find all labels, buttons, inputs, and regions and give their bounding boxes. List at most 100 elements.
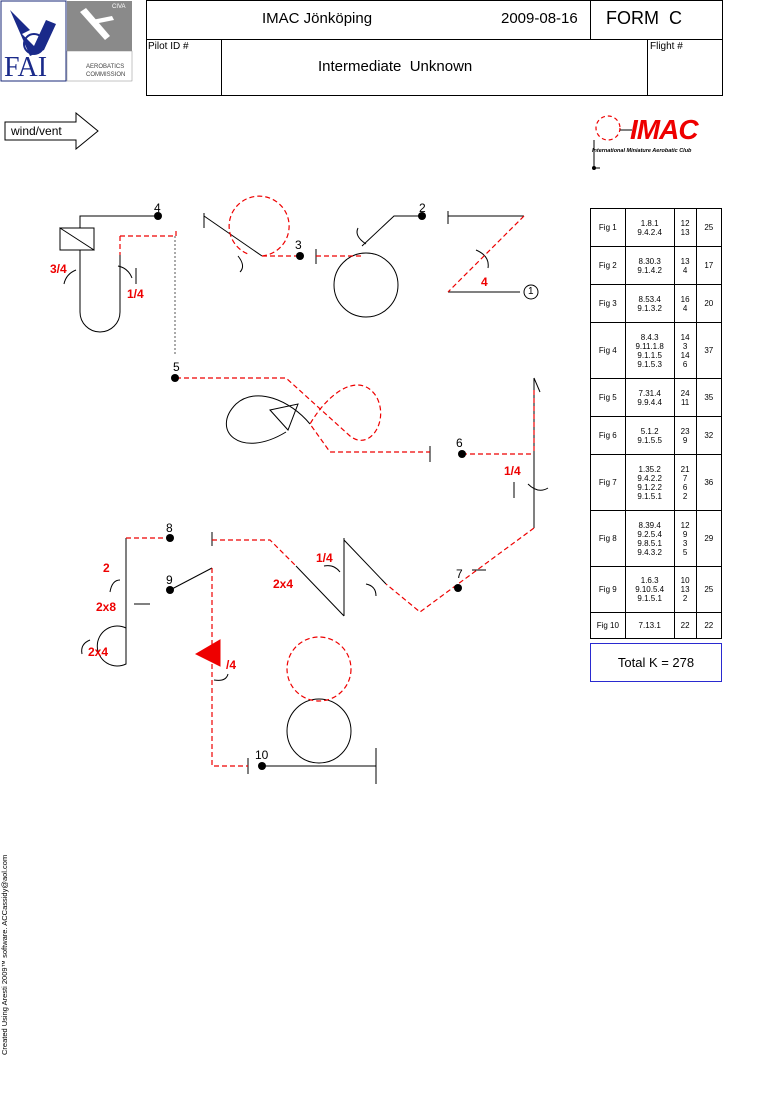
- k-table-k: 3: [682, 341, 688, 351]
- fig-dot-6: [458, 450, 466, 458]
- k-table-fig: Fig 3: [590, 284, 626, 323]
- k-table-fig: Fig 10: [590, 612, 626, 639]
- k-table-code: 9.4.2.4: [637, 227, 662, 237]
- fig10-loop: [286, 698, 352, 764]
- fig-label-8: 8: [166, 521, 173, 535]
- k-table-k: 23: [680, 426, 690, 436]
- k-table-code: 9.1.4.2: [637, 265, 662, 275]
- fig-dot-9: [166, 586, 174, 594]
- k-table-k: 3: [682, 538, 688, 548]
- commission-line1: AEROBATICS: [86, 64, 125, 70]
- contest-name: IMAC Jönköping: [262, 10, 373, 27]
- fig7-diag: [295, 565, 345, 617]
- imac-logo-word: IMAC: [630, 114, 699, 145]
- k-table-code: 9.1.5.5: [637, 435, 662, 445]
- k-table-fig: Fig 7: [590, 454, 626, 511]
- fig1-loop: [79, 250, 121, 333]
- fig3-loop: [333, 252, 399, 318]
- k-table-code: 9.10.5.4: [635, 585, 665, 594]
- k-table-k: 6: [682, 359, 688, 369]
- flight-label: Flight #: [650, 41, 683, 52]
- k-table-total: 22: [695, 612, 723, 639]
- fig6-arrow: [527, 483, 549, 491]
- fig-label-5: 5: [173, 360, 180, 374]
- roll-label-1-4-c: 1/4: [316, 551, 333, 565]
- k-table-code: 1.35.2: [638, 464, 661, 474]
- k-table-k: 14: [680, 350, 690, 360]
- contest-date: 2009-08-16: [501, 10, 578, 27]
- flight-box: [647, 39, 723, 96]
- fig1-dashed: [119, 228, 177, 255]
- k-table-k: 7: [682, 473, 688, 483]
- k-table-code: 9.4.3.2: [637, 547, 662, 557]
- k-table-fig: Fig 9: [590, 566, 626, 613]
- k-table-total: 29: [695, 510, 723, 567]
- k-table-code: 9.1.5.1: [637, 491, 662, 501]
- roll-label-1-4-d: /4: [226, 658, 237, 672]
- civa-text: CIVA: [112, 4, 126, 10]
- k-table-fig: Fig 8: [590, 510, 626, 567]
- sequence-name: Intermediate Unknown: [318, 58, 473, 75]
- k-table-k: 6: [682, 482, 688, 492]
- k-table-total: 37: [695, 322, 723, 379]
- k-table-code: 9.1.3.2: [637, 303, 662, 313]
- fig7-arrow-b: [323, 565, 341, 573]
- fig8-arrow: [109, 579, 121, 593]
- k-table-code: 8.4.3: [640, 332, 659, 342]
- k-table-code: 8.39.4: [638, 520, 661, 530]
- k-table-k: 13: [680, 227, 690, 237]
- roll-label-1-4-b: 1/4: [504, 464, 521, 478]
- total-k-value: Total K = 278: [617, 655, 695, 670]
- k-table-total: 25: [695, 566, 723, 613]
- k-table-k: 14: [680, 332, 690, 342]
- k-table-fig: Fig 6: [590, 416, 626, 455]
- fig-label-2: 2: [419, 201, 426, 215]
- fig-dot-4: [154, 212, 162, 220]
- fig9-dashed: [211, 568, 248, 767]
- fig7-zig: [343, 538, 387, 616]
- roll-label-2: 2: [103, 561, 110, 575]
- fig-label-4: 4: [154, 201, 161, 215]
- fig-label-6: 6: [456, 436, 463, 450]
- roll-label-2x4-b: 2x4: [88, 645, 109, 659]
- k-table-ks: 22: [673, 612, 697, 639]
- k-table-k: 13: [680, 585, 690, 594]
- fig-dot-2: [418, 212, 426, 220]
- fig9-red-flag: [194, 639, 221, 667]
- k-table-k: 12: [680, 218, 690, 228]
- k-table-k: 12: [680, 520, 690, 530]
- k-table-code: 9.1.1.5: [637, 350, 662, 360]
- fig-dot-7: [454, 584, 462, 592]
- k-table-code: 9.4.2.2: [637, 473, 662, 483]
- roll-label-2x4-a: 2x4: [273, 577, 294, 591]
- k-table-k: 5: [682, 547, 688, 557]
- fig-dot-5: [171, 374, 179, 382]
- fig5-loop: [225, 395, 311, 444]
- k-table-code: 8.30.3: [638, 256, 661, 266]
- k-table-total: 25: [695, 208, 723, 247]
- wind-label: wind/vent: [11, 124, 62, 138]
- k-table-code: 9.1.5.1: [637, 594, 662, 603]
- fig5-triangle: [269, 403, 299, 431]
- fig9-arrow: [213, 673, 229, 681]
- fai-logo-text: FAI: [4, 52, 48, 83]
- fig1-arrow-right: [117, 265, 133, 279]
- k-table-k: 2: [682, 594, 688, 603]
- k-table-code: 1.8.1: [640, 218, 659, 228]
- k-table-fig: Fig 4: [590, 322, 626, 379]
- roll-label-3-4: 3/4: [50, 262, 67, 276]
